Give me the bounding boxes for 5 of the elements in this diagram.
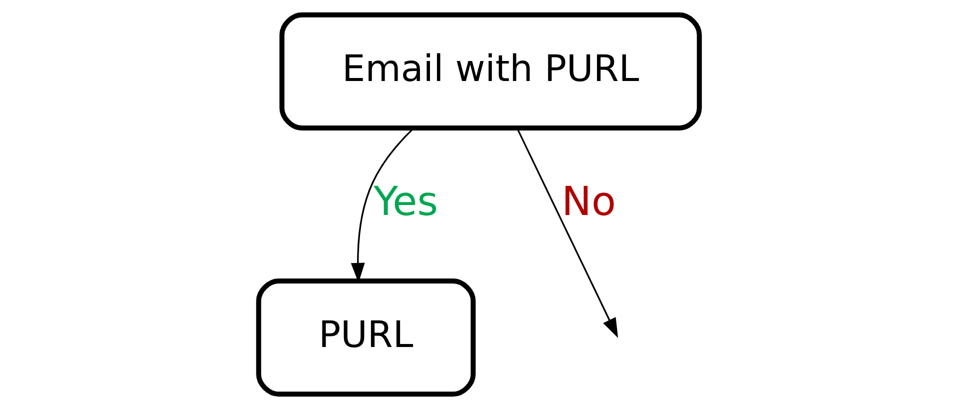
node-box: PURL [256, 278, 476, 397]
arrow [516, 128, 618, 338]
node-box: Email with PURL [278, 12, 702, 130]
edge-label: No [561, 178, 616, 225]
edge-label: Yes [373, 178, 438, 225]
